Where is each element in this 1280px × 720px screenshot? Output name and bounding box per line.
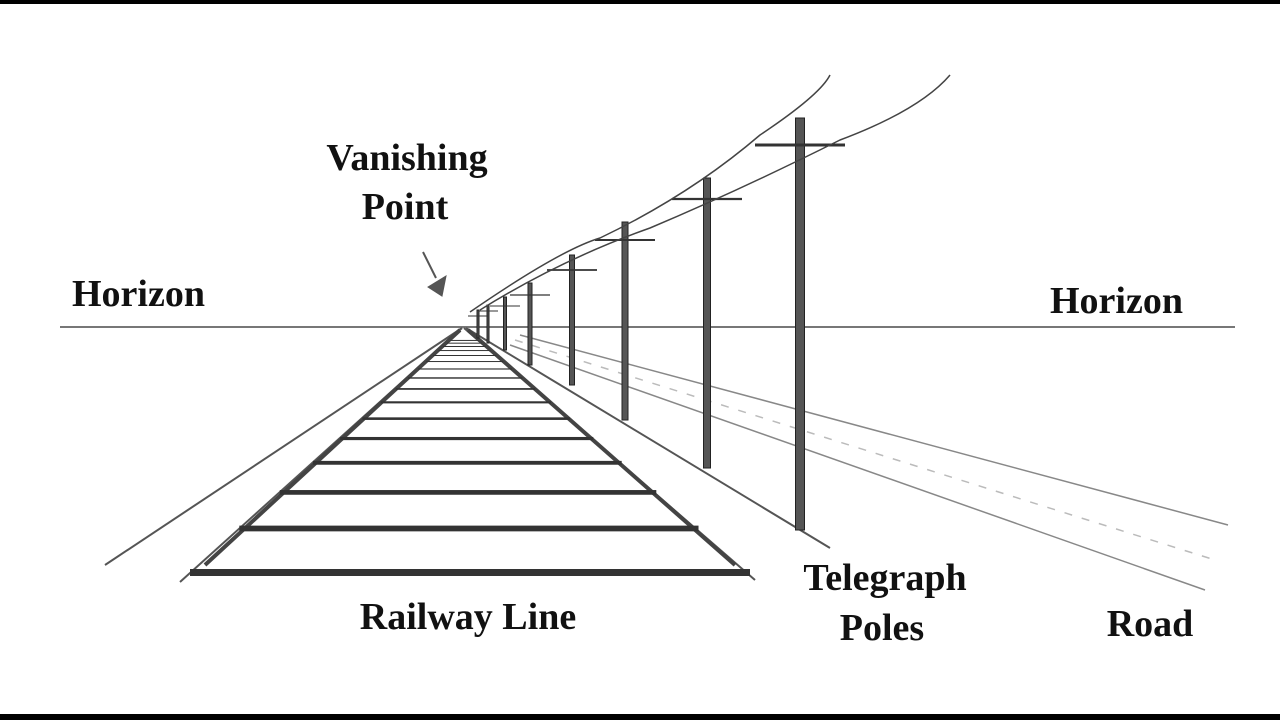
telegraph-pole xyxy=(672,177,742,469)
telegraph-pole xyxy=(755,117,845,531)
railway-line-label: Railway Line xyxy=(360,596,576,638)
telegraph-pole xyxy=(547,254,597,386)
telegraph-poles xyxy=(468,117,845,531)
telegraph-pole xyxy=(490,296,520,351)
railway-sleeper xyxy=(433,355,497,357)
horizon-label-right: Horizon xyxy=(1050,280,1183,322)
telegraph-poles-label-line1: Telegraph xyxy=(803,557,966,599)
railway-sleeper xyxy=(340,436,594,441)
perspective-diagram: Horizon Horizon Vanishing Point Railway … xyxy=(0,4,1280,714)
railway-sleeper xyxy=(312,460,622,465)
vanishing-point-label-line2: Point xyxy=(362,186,449,228)
railway-sleeper xyxy=(450,339,479,341)
railway-sleeper xyxy=(443,345,486,347)
telegraph-poles-label-line2: Poles xyxy=(840,607,924,649)
railway-sleeper xyxy=(438,350,491,352)
railway-sleeper xyxy=(446,342,482,344)
railway-sleeper xyxy=(362,417,571,420)
telegraph-wires xyxy=(469,74,951,313)
railway-sleeper xyxy=(395,388,536,390)
horizon-label-left: Horizon xyxy=(72,273,205,315)
perspective-drawing: Horizon Horizon Vanishing Point Railway … xyxy=(60,74,1235,649)
railway-sleeper xyxy=(190,569,750,576)
road-label: Road xyxy=(1107,603,1194,645)
telegraph-pole xyxy=(468,309,488,339)
railway-sleeper xyxy=(239,525,699,532)
railway-sleeper xyxy=(407,377,523,379)
railway-track xyxy=(104,327,831,583)
railway-sleeper xyxy=(418,368,512,370)
vanishing-point-label-line1: Vanishing xyxy=(326,137,487,179)
telegraph-pole xyxy=(595,221,655,421)
vanishing-point-arrow xyxy=(422,251,447,297)
railway-sleeper xyxy=(380,401,551,404)
railway-sleeper xyxy=(426,361,504,363)
telegraph-pole xyxy=(510,282,550,366)
railway-sleeper xyxy=(279,490,657,495)
